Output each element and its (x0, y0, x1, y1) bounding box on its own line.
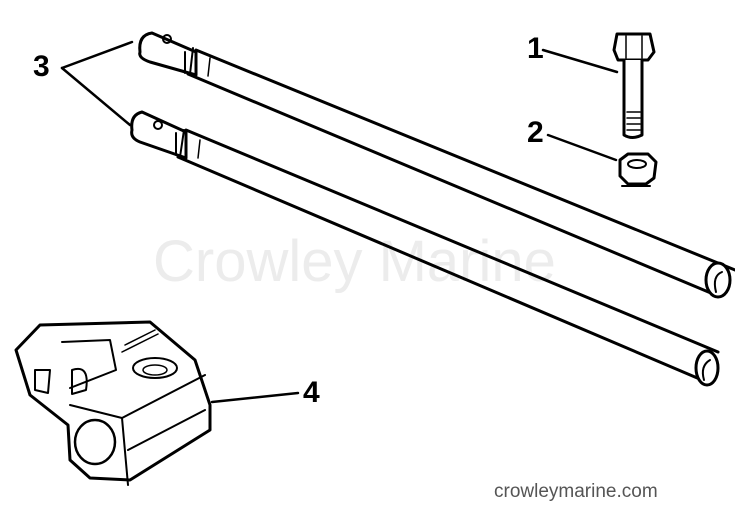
site-label: crowleymarine.com (494, 481, 658, 502)
callout-2: 2 (527, 116, 544, 149)
lock-nut (618, 152, 658, 187)
lower-rod (130, 110, 720, 387)
callout-3: 3 (33, 50, 50, 83)
watermark: Crowley Marine (153, 229, 556, 294)
connector-block (14, 320, 212, 486)
callout-1: 1 (527, 32, 544, 65)
upper-rod (138, 31, 735, 299)
callout-4: 4 (303, 376, 320, 409)
bolt (612, 32, 656, 139)
